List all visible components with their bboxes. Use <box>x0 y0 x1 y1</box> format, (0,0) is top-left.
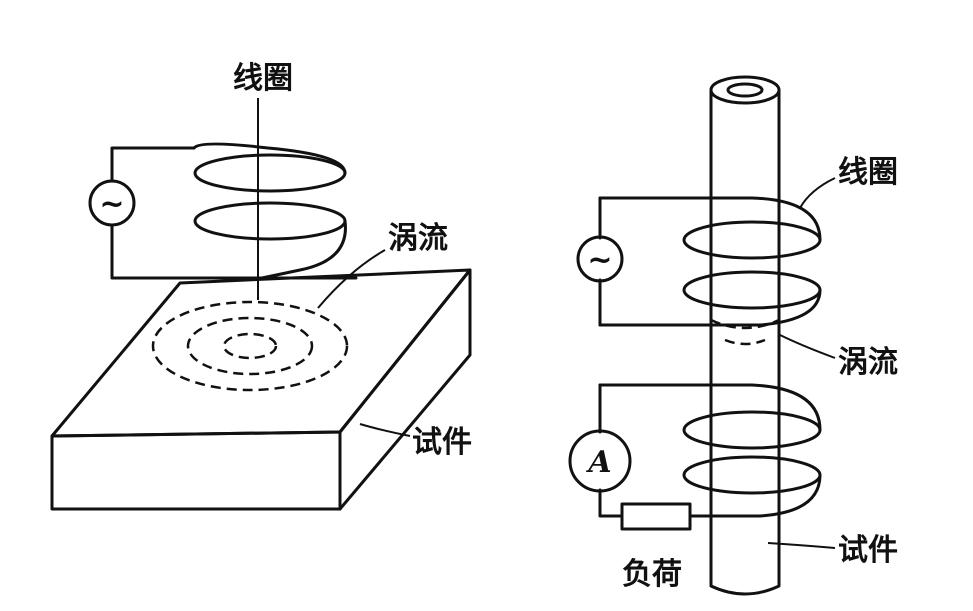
left-specimen-label: 试件 <box>412 425 472 460</box>
right-lower-circuit-wire <box>598 383 624 518</box>
right-ac-source: ~ <box>576 235 624 283</box>
left-coil <box>192 142 347 280</box>
right-ammeter-symbol: A <box>585 445 611 480</box>
right-eddy-label: 涡流 <box>838 345 898 380</box>
right-specimen-rod <box>709 75 781 596</box>
left-eddy-leader <box>317 249 386 309</box>
right-ac-symbol: ~ <box>587 243 612 278</box>
left-eddy-label: 涡流 <box>388 221 448 256</box>
right-eddy-leader <box>777 333 836 359</box>
right-diagram: ~ A 线圈 涡流 试件 负荷 <box>568 75 898 596</box>
right-coil-leader <box>799 177 836 209</box>
left-specimen-leader <box>359 423 411 437</box>
left-ac-symbol: ~ <box>99 187 124 222</box>
right-eddy-ring-2 <box>724 338 766 346</box>
left-specimen-block <box>50 268 472 511</box>
right-coil-label: 线圈 <box>838 155 898 190</box>
right-load-label: 负荷 <box>622 557 682 592</box>
right-specimen-label: 试件 <box>838 533 898 568</box>
left-coil-label: 线圈 <box>233 61 293 96</box>
right-ammeter: A <box>568 429 632 493</box>
left-ac-source: ~ <box>88 179 136 227</box>
right-lower-coil <box>598 383 822 518</box>
right-load-box <box>620 502 692 531</box>
left-diagram: ~ 线圈 涡流 试件 <box>50 61 472 511</box>
right-specimen-leader <box>767 542 836 549</box>
right-eddy-ring <box>710 318 780 330</box>
left-circuit-wire <box>110 146 358 280</box>
left-eddy-rings <box>151 300 349 392</box>
